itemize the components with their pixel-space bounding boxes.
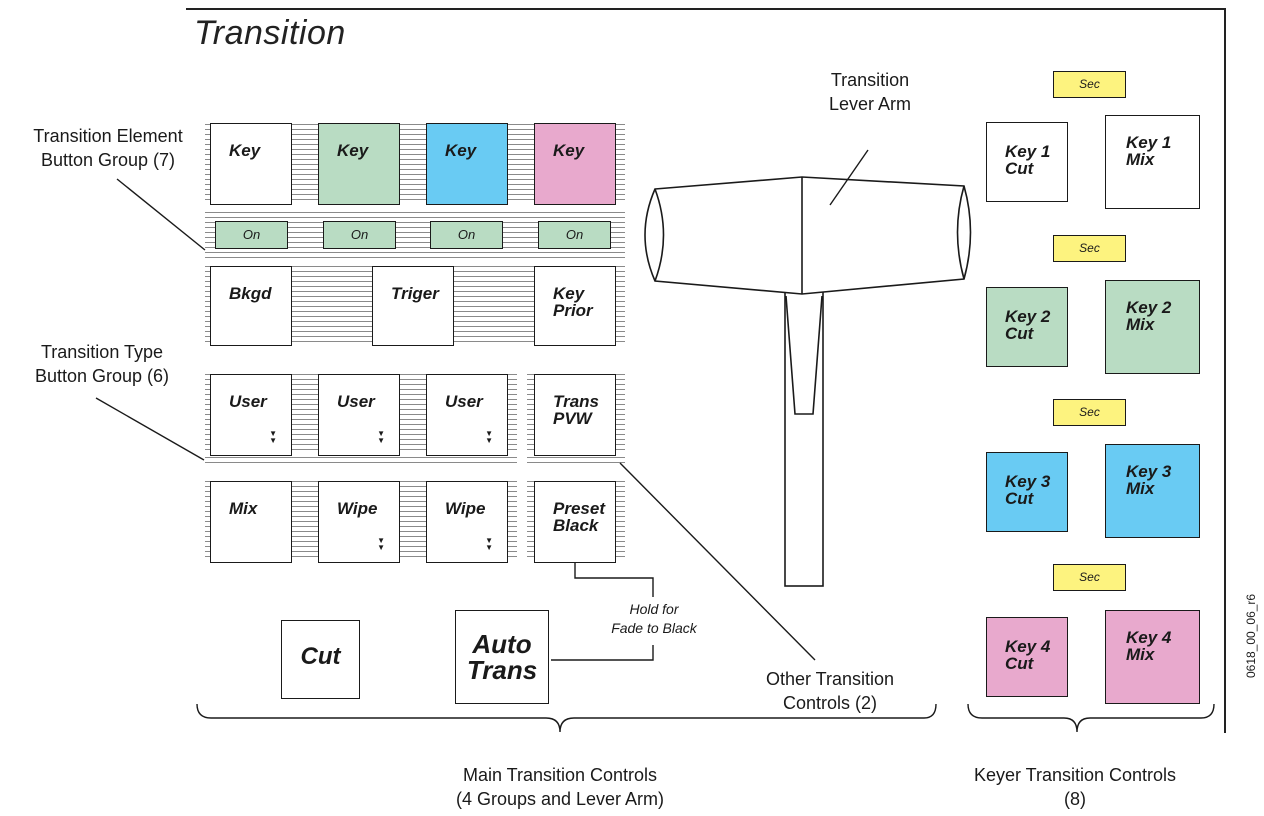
key-4-cut-label: Key 4 Cut [1005,637,1051,673]
key-4-cut-button[interactable]: Key 4 Cut [986,617,1068,697]
callout-other-controls: Other Transition Controls (2) [765,669,895,713]
auto-trans-button-label: Auto Trans [466,629,538,685]
sec-button-2[interactable]: Sec [1053,235,1126,262]
panel-lines-other-divider [527,457,625,465]
on-button-3[interactable]: On [430,221,503,249]
key-4-mix-button[interactable]: Key 4 Mix [1105,610,1200,704]
leader-hold-note-2 [551,645,654,661]
wipe-button-2[interactable]: Wipe ▼▼ [426,481,508,563]
key-3-mix-label: Key 3 Mix [1126,462,1172,498]
key-3-cut-label: Key 3 Cut [1005,472,1051,508]
key-1-mix-button[interactable]: Key 1 Mix [1105,115,1200,209]
key-prior-button[interactable]: Key Prior [534,266,616,346]
frame-right-border [1224,8,1226,733]
preset-black-button-label: Preset Black [553,499,605,535]
callout-type-group: Transition Type Button Group (6) [34,342,170,386]
user-button-2[interactable]: User ▼▼ [318,374,400,456]
key-button-2[interactable]: Key [318,123,400,205]
mix-button[interactable]: Mix [210,481,292,563]
user-button-3[interactable]: User ▼▼ [426,374,508,456]
leader-lever-arm [829,149,869,206]
key-button-1-label: Key [229,141,261,160]
auto-trans-button[interactable]: Auto Trans [455,610,549,704]
callout-lever-arm: Transition Lever Arm [828,70,912,114]
key-button-3-label: Key [445,141,477,160]
double-chevron-down-icon: ▼▼ [485,536,493,552]
on-button-1[interactable]: On [215,221,288,249]
key-prior-button-label: Key Prior [553,284,593,320]
double-chevron-down-icon: ▼▼ [485,429,493,445]
key-2-cut-button[interactable]: Key 2 Cut [986,287,1068,367]
key-2-mix-label: Key 2 Mix [1126,298,1172,334]
panel-lines-user-divider [205,457,517,465]
on-button-2[interactable]: On [323,221,396,249]
triger-button[interactable]: Triger [372,266,454,346]
hold-fade-note: Hold for Fade to Black [611,601,697,636]
key-2-cut-label: Key 2 Cut [1005,307,1051,343]
user-button-3-label: User [445,392,483,411]
key-button-4[interactable]: Key [534,123,616,205]
bkgd-button[interactable]: Bkgd [210,266,292,346]
sec-button-1[interactable]: Sec [1053,71,1126,98]
sec-button-4[interactable]: Sec [1053,564,1126,591]
frame-top-border [186,8,1226,10]
double-chevron-down-icon: ▼▼ [269,429,277,445]
wipe-button-1[interactable]: Wipe ▼▼ [318,481,400,563]
leader-type-group [95,397,205,461]
user-button-2-label: User [337,392,375,411]
user-button-1[interactable]: User ▼▼ [210,374,292,456]
wipe-button-1-label: Wipe [337,499,378,518]
key-button-1[interactable]: Key [210,123,292,205]
lever-shaft [784,287,824,587]
key-2-mix-button[interactable]: Key 2 Mix [1105,280,1200,374]
brace-main-controls [196,703,937,733]
cut-button[interactable]: Cut [281,620,360,699]
bkgd-button-label: Bkgd [229,284,272,303]
on-button-4[interactable]: On [538,221,611,249]
preset-black-button[interactable]: Preset Black [534,481,616,563]
wipe-button-2-label: Wipe [445,499,486,518]
key-button-2-label: Key [337,141,369,160]
double-chevron-down-icon: ▼▼ [377,536,385,552]
leader-other-controls [619,462,816,661]
trans-pvw-button[interactable]: Trans PVW [534,374,616,456]
leader-hold-note [574,563,654,597]
page-title: Transition [194,14,346,52]
key-button-4-label: Key [553,141,585,160]
double-chevron-down-icon: ▼▼ [377,429,385,445]
key-1-cut-label: Key 1 Cut [1005,142,1051,178]
brace-keyer-controls [967,703,1215,733]
user-button-1-label: User [229,392,267,411]
figure-id: 0618_00_06_r6 [1244,593,1258,678]
callout-element-group: Transition Element Button Group (7) [33,126,183,170]
sec-button-3[interactable]: Sec [1053,399,1126,426]
mix-button-label: Mix [229,499,258,518]
key-1-mix-label: Key 1 Mix [1126,133,1172,169]
key-3-cut-button[interactable]: Key 3 Cut [986,452,1068,532]
key-3-mix-button[interactable]: Key 3 Mix [1105,444,1200,538]
callout-main-controls: Main Transition Controls (4 Groups and L… [455,765,665,809]
key-4-mix-label: Key 4 Mix [1126,628,1172,664]
transition-lever-arm[interactable] [644,176,972,295]
triger-button-label: Triger [391,284,439,303]
key-1-cut-button[interactable]: Key 1 Cut [986,122,1068,202]
leader-element-group [116,178,206,251]
callout-keyer-controls: Keyer Transition Controls (8) [973,765,1177,809]
cut-button-label: Cut [300,643,341,670]
key-button-3[interactable]: Key [426,123,508,205]
trans-pvw-button-label: Trans PVW [553,392,599,428]
